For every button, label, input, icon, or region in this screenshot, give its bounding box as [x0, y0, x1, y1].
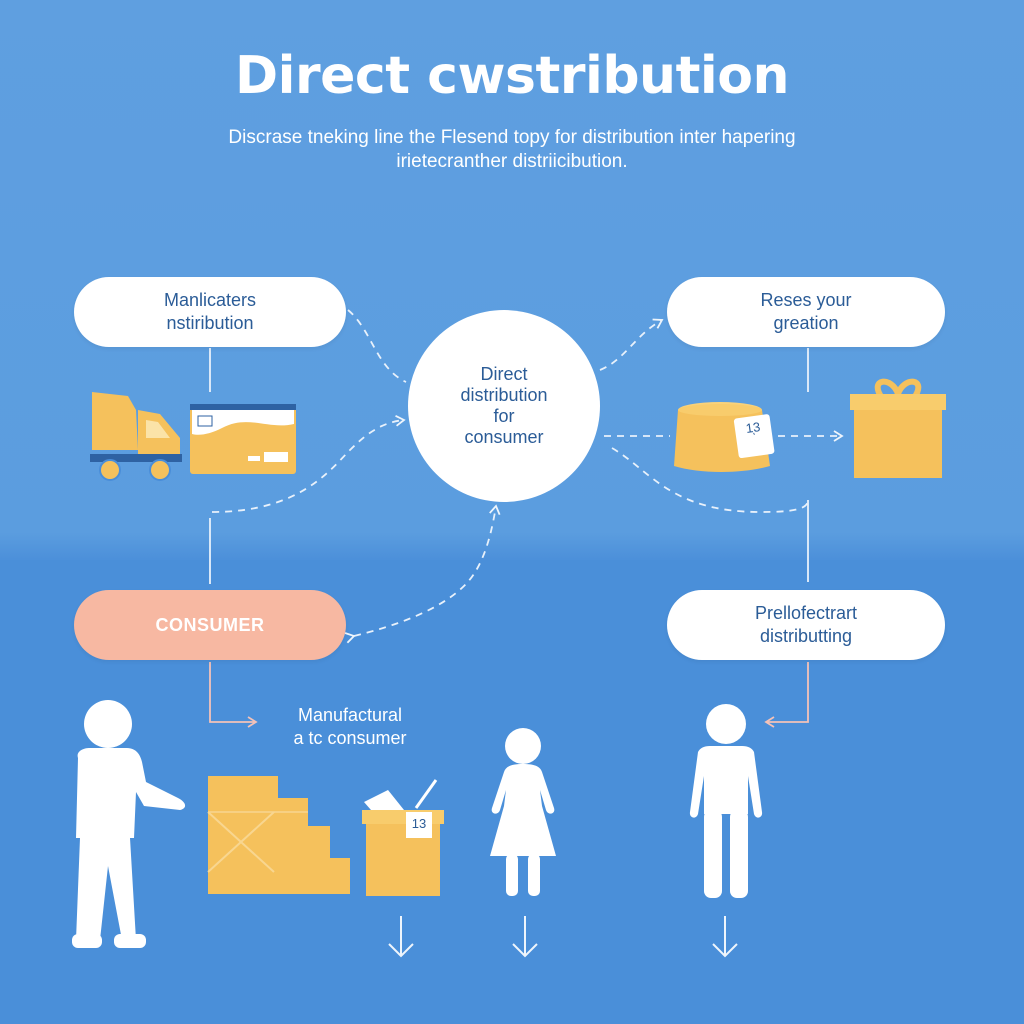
box-tag-label: 13: [411, 816, 427, 831]
down-arrow-icon: [712, 916, 738, 958]
person-icon: [72, 700, 186, 948]
node-bottom-right: Prellofectrart distributting: [667, 590, 945, 660]
node-top-left: Manlicaters nstiribution: [74, 277, 346, 347]
node-consumer: CONSUMER: [74, 590, 346, 660]
open-box-icon: [362, 779, 444, 896]
diagram-subtitle: Discrase tneking line the Flesend topy f…: [150, 126, 874, 174]
connector-hub-to-right-branch: [611, 447, 809, 513]
diagram-title: Direct cwstribution: [235, 46, 790, 106]
hub-line-3: for: [493, 406, 515, 426]
node-bottom-right-line-2: distributting: [759, 626, 853, 646]
subtitle-line-2: irietecranther distriicibution.: [396, 151, 628, 172]
connector-truck-to-hub: [211, 415, 406, 513]
bottom-caption-line-2: a tc consumer: [293, 728, 407, 748]
node-top-right-line-2: greation: [773, 313, 839, 333]
hub-line-2: distribution: [460, 385, 548, 405]
connector-consumer-to-caption: [209, 662, 258, 728]
connector-right-to-person: [764, 662, 809, 728]
subtitle-line-1: Discrase tneking line the Flesend topy f…: [228, 127, 796, 148]
delivery-truck-icon: [90, 392, 182, 481]
bottom-caption-line-1: Manufactural: [297, 705, 403, 725]
gift-box-icon: [850, 378, 946, 478]
node-top-left-line-1: Manlicaters: [163, 290, 257, 310]
standing-person-icon: [689, 704, 763, 898]
node-top-left-line-2: nstiribution: [166, 313, 254, 333]
stacked-boxes-icon: [207, 776, 350, 894]
node-top-right: Reses your greation: [667, 277, 945, 347]
woman-icon: [490, 728, 556, 896]
connector-hub-to-consumer: [344, 504, 501, 644]
down-arrow-icon: [388, 916, 414, 958]
node-center-hub: Direct distribution for consumer: [408, 310, 600, 502]
down-arrow-icon: [512, 916, 538, 958]
hub-line-4: consumer: [464, 427, 544, 447]
basket-tag-icon: [733, 414, 775, 459]
hub-line-1: Direct: [480, 364, 528, 384]
node-bottom-right-line-1: Prellofectrart: [754, 603, 858, 623]
shipping-box-icon: [190, 404, 296, 474]
node-top-right-line-1: Reses your: [760, 290, 852, 310]
node-consumer-label: CONSUMER: [155, 614, 265, 635]
bottom-caption: Manufactural a tc consumer: [260, 704, 440, 750]
connector-hub-to-top-right: [599, 318, 664, 371]
connector-top-left-to-hub: [347, 309, 407, 383]
